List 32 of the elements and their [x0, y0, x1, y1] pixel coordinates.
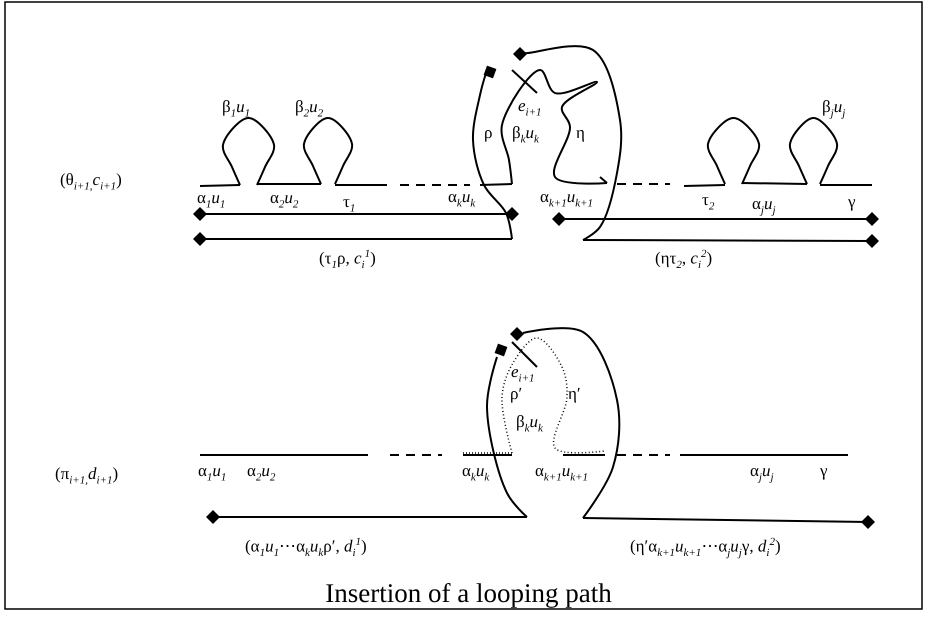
math-label: (π$_{i+1,}$d$_{i+1}$) — [55, 465, 118, 486]
math-label: β$_{2}$u$_{2}$ — [295, 98, 324, 120]
math-label: α$_{2}$u$_{2}$ — [270, 189, 298, 210]
math-label: (α$_{1}$u$_{1}$⋯α$_{k}$u$_{k}$ρ′, d$_{i}$$^{1}$) — [245, 536, 367, 560]
caption: Insertion of a looping path — [324, 578, 613, 609]
math-label: ρ — [484, 124, 492, 143]
math-label: β$_{k}$u$_{k}$ — [512, 124, 539, 146]
math-label: β$_{j}$u$_{j}$ — [822, 98, 846, 120]
math-label: τ$_{1}$ — [343, 193, 356, 214]
math-label: (τ$_{1}$ρ, c$_{i}$$^{1}$) — [319, 248, 376, 272]
math-label: τ$_{2}$ — [702, 191, 714, 212]
math-label: (η′α$_{k+1}$u$_{k+1}$⋯α$_{j}$u$_{j}$γ, d$_{i}$$^{2}$) — [630, 536, 781, 560]
math-label: α$_{1}$u$_{1}$ — [198, 462, 226, 484]
math-label: γ — [820, 462, 828, 481]
math-label: β$_{k}$u$_{k}$ — [516, 413, 543, 434]
math-label: e$_{i+1}$ — [511, 363, 535, 384]
math-label: η — [576, 124, 585, 143]
math-label: e$_{i+1}$ — [518, 97, 542, 118]
math-label: α$_{k}$u$_{k}$ — [462, 462, 490, 484]
math-label: α$_{j}$u$_{j}$ — [752, 195, 776, 216]
math-label: β$_{1}$u$_{1}$ — [222, 98, 250, 120]
math-label: (θ$_{i+1,}$c$_{i+1}$) — [60, 171, 122, 192]
math-label: η′ — [568, 385, 581, 404]
math-label: α$_{1}$u$_{1}$ — [197, 189, 226, 210]
math-label: γ — [848, 193, 856, 212]
math-label: α$_{k+1}$u$_{k+1}$ — [540, 188, 594, 210]
math-label: α$_{j}$u$_{j}$ — [750, 462, 774, 484]
math-label: α$_{2}$u$_{2}$ — [247, 462, 276, 484]
math-label: (ητ$_{2}$, c$_{i}$$^{2}$) — [655, 248, 712, 272]
math-label: α$_{k}$u$_{k}$ — [448, 188, 476, 210]
math-label: α$_{k+1}$u$_{k+1}$ — [535, 462, 588, 484]
math-label: ρ′ — [510, 385, 522, 404]
